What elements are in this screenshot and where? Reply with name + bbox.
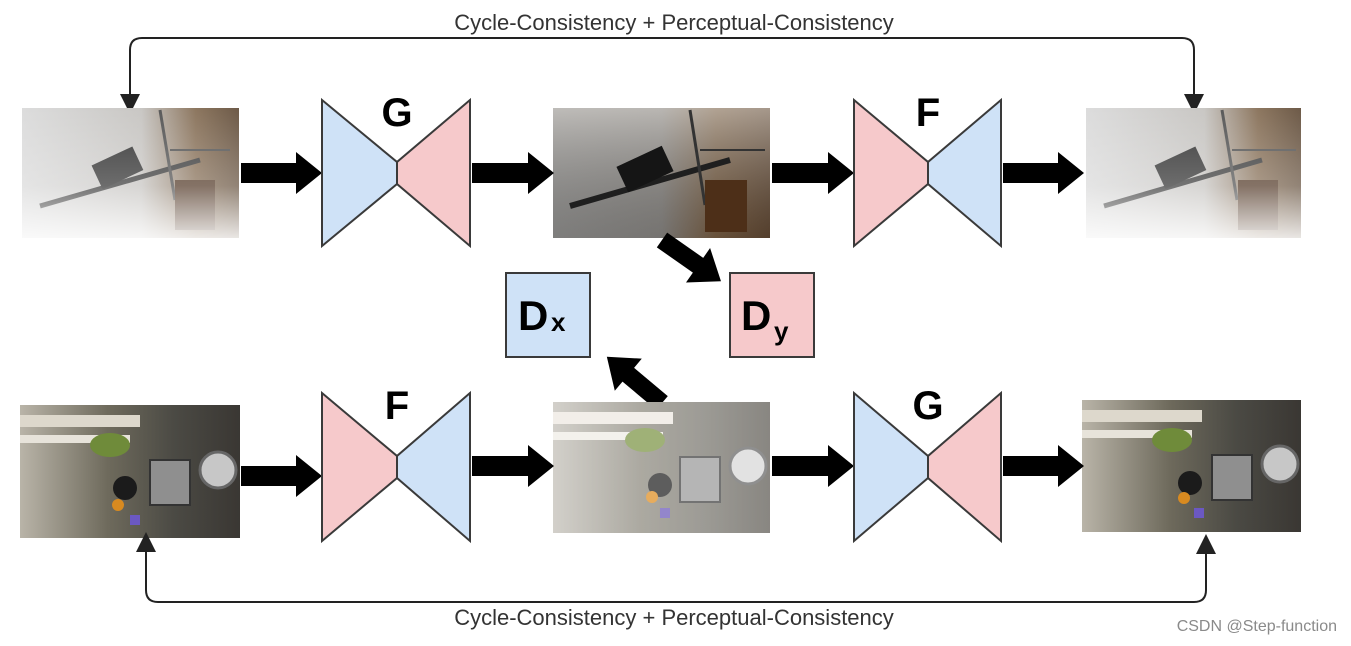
discriminator-dx: D x xyxy=(505,272,591,358)
discriminator-dy: D y xyxy=(729,272,815,358)
bottom-translated-image xyxy=(553,402,770,533)
arrow-to-dy xyxy=(656,232,721,283)
bottom-arrow-3 xyxy=(772,445,854,487)
discriminator-dy-subscript: y xyxy=(774,316,789,346)
top-caption: Cycle-Consistency + Perceptual-Consisten… xyxy=(454,10,894,35)
watermark: CSDN @Step-function xyxy=(1176,618,1337,635)
bottom-generator-g: G xyxy=(853,384,1002,544)
top-generator-label: G xyxy=(381,91,412,135)
bottom-arrow-4 xyxy=(1003,445,1084,487)
top-arrow-3 xyxy=(772,152,854,194)
top-arrow-1 xyxy=(241,152,322,194)
top-generator-g: G xyxy=(321,91,471,249)
discriminator-dx-subscript: x xyxy=(551,307,566,337)
bottom-reconstructed-image xyxy=(1082,400,1301,532)
arrow-to-dx xyxy=(606,356,668,410)
bottom-caption: Cycle-Consistency + Perceptual-Consisten… xyxy=(454,605,894,630)
top-generator-f: F xyxy=(853,91,1002,249)
discriminator-dy-letter: D xyxy=(741,292,771,339)
top-cycle-loop-line xyxy=(129,37,1204,114)
top-reconstructed-image xyxy=(1086,108,1301,238)
top-translated-image xyxy=(553,108,770,238)
bottom-cycle-loop-line xyxy=(136,532,1207,603)
bottom-arrow-1 xyxy=(241,455,322,497)
top-input-image xyxy=(22,108,239,238)
bottom-generator-f-label: F xyxy=(385,384,409,428)
discriminator-dx-letter: D xyxy=(518,292,548,339)
bottom-input-image xyxy=(20,405,240,538)
bottom-generator-f: F xyxy=(321,384,471,544)
bottom-generator-g-label: G xyxy=(912,384,943,428)
top-arrow-2 xyxy=(472,152,554,194)
top-generator-f-label: F xyxy=(916,91,940,135)
bottom-arrow-2 xyxy=(472,445,554,487)
top-arrow-4 xyxy=(1003,152,1084,194)
